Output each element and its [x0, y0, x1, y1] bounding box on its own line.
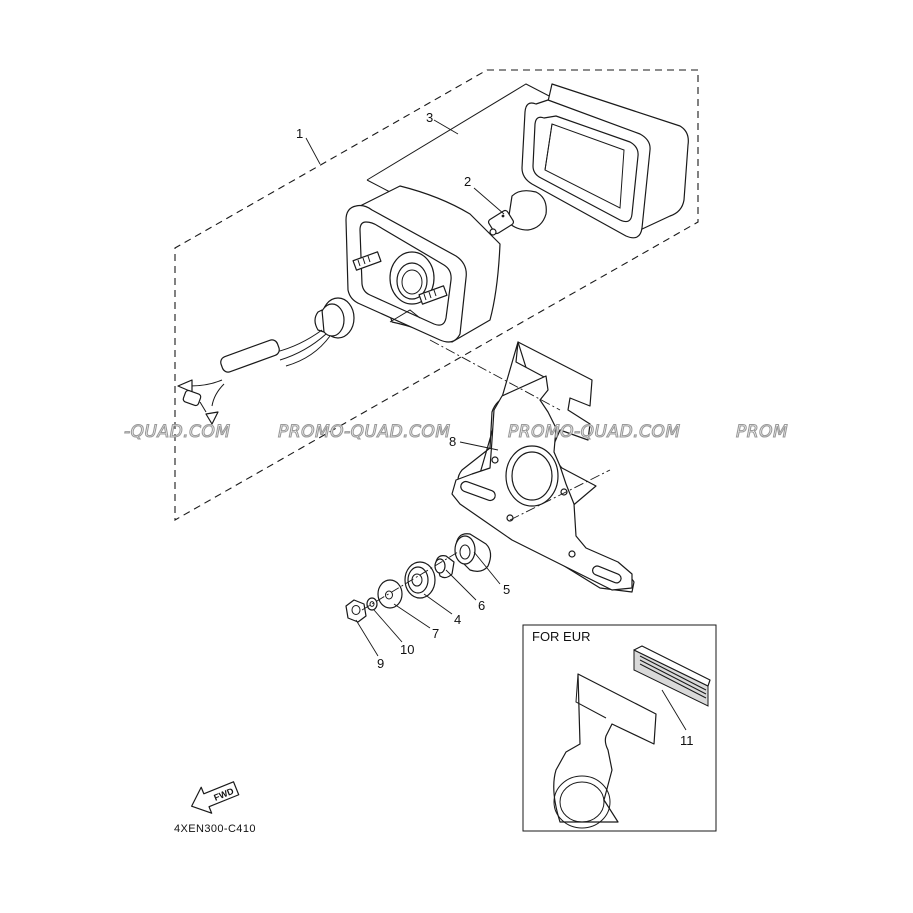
light-housing-part-1[interactable] [345, 185, 501, 343]
collar-part-6[interactable] [434, 555, 455, 579]
svg-text:PROMO-QUAD.COM: PROMO-QUAD.COM [278, 422, 451, 442]
watermark-row: -QUAD.COM PROMO-QUAD.COM PROMO-QUAD.COM … [123, 421, 788, 442]
callout-11: 11 [680, 733, 694, 748]
assembly-boundary-dashed [174, 69, 699, 521]
nut-part-9[interactable] [345, 599, 367, 623]
callout-leaders [305, 119, 505, 657]
callout-7: 7 [432, 626, 439, 641]
bulb-part-2[interactable] [487, 190, 547, 236]
washer-part-7[interactable] [377, 579, 403, 609]
bulb-socket-wire[interactable] [177, 297, 355, 425]
callout-3: 3 [426, 110, 433, 125]
callout-10: 10 [400, 642, 414, 657]
reflector-part-11[interactable] [633, 645, 711, 707]
callout-2: 2 [464, 174, 471, 189]
lens-group-outline [366, 83, 554, 181]
tail-lens-part-3[interactable] [521, 83, 689, 239]
inset-bracket [553, 673, 657, 829]
callout-6: 6 [478, 598, 485, 613]
svg-text:-QUAD.COM: -QUAD.COM [124, 422, 231, 442]
fastener-axis-line [361, 551, 459, 611]
alignment-line [429, 339, 561, 411]
fwd-arrow: FWD [191, 781, 240, 814]
lens-group-outline-lower [366, 179, 391, 193]
callout-9: 9 [377, 656, 384, 671]
inset-for-eur: FOR EUR 11 [522, 624, 717, 832]
callout-4: 4 [454, 612, 461, 627]
svg-text:PROM: PROM [736, 422, 788, 442]
alignment-line-2 [509, 469, 611, 521]
callout-8: 8 [449, 434, 456, 449]
diagram-code: 4XEN300-C410 [174, 823, 256, 835]
svg-text:PROMO-QUAD.COM: PROMO-QUAD.COM [508, 422, 681, 442]
inset-title: FOR EUR [532, 629, 591, 644]
lock-washer-part-10[interactable] [366, 597, 378, 611]
grommet-part-4[interactable] [404, 561, 436, 599]
callout-5: 5 [503, 582, 510, 597]
license-bracket-part-8[interactable] [451, 341, 635, 593]
callout-1: 1 [296, 126, 303, 141]
